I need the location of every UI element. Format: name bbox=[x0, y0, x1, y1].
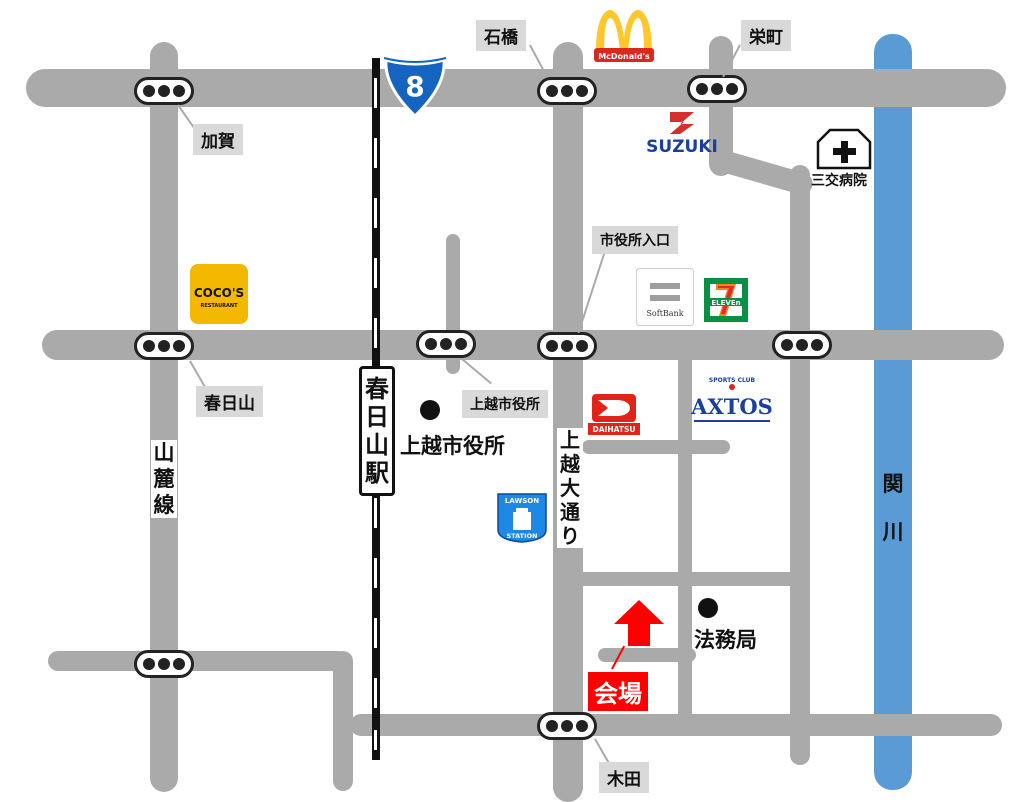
signal-sakaemachi bbox=[687, 75, 747, 103]
joetsu-odori-label: 上越大通り bbox=[557, 428, 583, 548]
label-joetsu-shiyakusho: 上越市役所 bbox=[462, 390, 548, 418]
axtos-logo-icon: SPORTS CLUB AXTOS bbox=[690, 377, 773, 422]
venue-label: 会場 bbox=[588, 672, 648, 711]
mcdonalds-wordmark: McDonald's bbox=[598, 52, 650, 61]
softbank-wordmark: SoftBank bbox=[646, 309, 683, 318]
city-hall-marker bbox=[420, 400, 440, 420]
cocos-subtitle: RESTAURANT bbox=[201, 303, 239, 309]
route-8-shield-icon: 8 bbox=[383, 57, 447, 119]
daihatsu-logo-icon: DAIHATSU bbox=[588, 394, 640, 435]
suzuki-wordmark: SUZUKI bbox=[646, 137, 718, 156]
station-name: 春日山駅 bbox=[365, 375, 389, 487]
label-kaga: 加賀 bbox=[193, 124, 243, 155]
seven-eleven-logo-icon: ELEVEn bbox=[700, 274, 752, 326]
kasugayama-station: 春日山駅 bbox=[359, 366, 395, 496]
hospital-icon bbox=[816, 128, 872, 170]
label-ishibashi: 石橋 bbox=[476, 20, 526, 51]
signal-joetsu-shiyakusho bbox=[416, 330, 476, 358]
softbank-logo-icon: SoftBank bbox=[636, 268, 694, 326]
legal-bureau-marker bbox=[698, 598, 718, 618]
signal-kasugayama bbox=[134, 332, 194, 360]
daihatsu-side-road bbox=[582, 440, 730, 454]
cocos-wordmark: COCO'S bbox=[194, 286, 244, 300]
city-hall-label: 上越市役所 bbox=[400, 434, 505, 458]
mcdonalds-logo-icon: McDonald's bbox=[594, 10, 654, 62]
river-name: 関川 bbox=[882, 472, 904, 544]
middle-road bbox=[42, 330, 1004, 360]
sanroku-line bbox=[150, 42, 178, 792]
hospital-road bbox=[790, 165, 810, 765]
axtos-wordmark: AXTOS bbox=[690, 394, 773, 419]
signal-shiyakusho-iriguchi bbox=[537, 332, 597, 360]
joetsu-odori bbox=[553, 42, 583, 802]
seven-eleven-wordmark: ELEVEn bbox=[711, 299, 740, 307]
signal-bottom-left bbox=[134, 650, 194, 678]
legal-bureau-label: 法務局 bbox=[694, 628, 757, 652]
cocos-logo-icon: COCO'S RESTAURANT bbox=[190, 264, 248, 324]
signal-kida bbox=[537, 712, 597, 740]
river-label: 関川 bbox=[880, 460, 906, 556]
axtos-road bbox=[678, 345, 692, 715]
venue-arrow-icon bbox=[614, 600, 664, 646]
label-kasugayama: 春日山 bbox=[196, 386, 263, 417]
hospital-label: 三交病院 bbox=[811, 173, 867, 189]
west-bottom-road bbox=[333, 651, 353, 791]
signal-east bbox=[772, 331, 832, 359]
diagonal-road bbox=[712, 148, 816, 198]
daihatsu-wordmark: DAIHATSU bbox=[593, 425, 636, 434]
route-number: 8 bbox=[405, 70, 424, 103]
signal-ishibashi bbox=[537, 77, 597, 105]
lawson-logo-icon: LAWSON STATION bbox=[497, 493, 547, 543]
bottom-left-road bbox=[48, 651, 348, 671]
seki-river bbox=[874, 34, 912, 790]
label-sakaemachi: 栄町 bbox=[741, 20, 791, 51]
venue-side-road bbox=[598, 648, 696, 662]
leader-joetsu-shiyakusho bbox=[461, 358, 492, 385]
sanroku-line-label: 山麓線 bbox=[151, 440, 177, 518]
lawson-wordmark: LAWSON bbox=[505, 497, 539, 505]
label-shiyakusho-iriguchi: 市役所入口 bbox=[592, 226, 678, 254]
lawson-subtitle: STATION bbox=[507, 532, 538, 540]
axtos-tagline: SPORTS CLUB bbox=[709, 377, 756, 384]
signal-kaga bbox=[134, 77, 194, 105]
label-kida: 木田 bbox=[599, 762, 649, 793]
bottom-road bbox=[350, 714, 1002, 736]
suzuki-logo-icon: SUZUKI bbox=[646, 112, 718, 156]
